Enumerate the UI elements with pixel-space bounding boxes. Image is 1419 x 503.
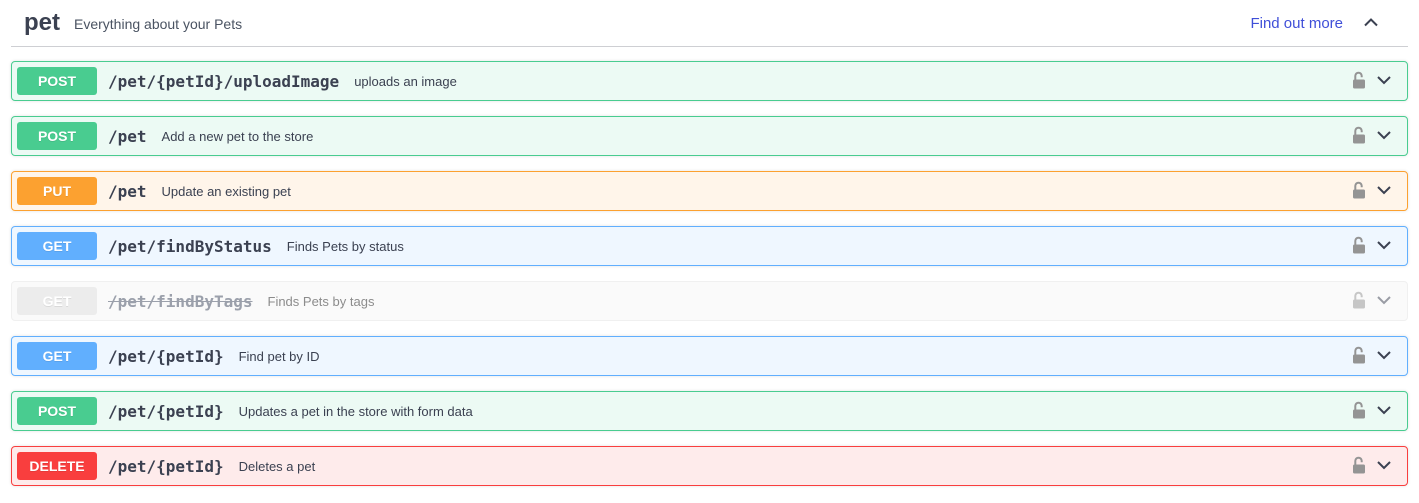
operation-icons <box>1349 290 1394 313</box>
chevron-down-icon <box>1374 70 1394 93</box>
operation-description: Deletes a pet <box>238 458 316 474</box>
unlock-icon <box>1349 400 1369 423</box>
method-badge: GET <box>17 342 97 370</box>
tag-subtitle: Everything about your Pets <box>74 16 243 32</box>
method-badge: POST <box>17 122 97 150</box>
chevron-down-icon <box>1374 400 1394 423</box>
operation-description: Find pet by ID <box>238 348 320 364</box>
method-badge: POST <box>17 397 97 425</box>
operation-description: Finds Pets by tags <box>267 293 375 309</box>
chevron-down-icon <box>1374 345 1394 368</box>
operation-icons <box>1349 455 1394 478</box>
authorize-button[interactable] <box>1349 235 1369 258</box>
method-badge: DELETE <box>17 452 97 480</box>
operations-list: POST /pet/{petId}/uploadImage uploads an… <box>11 47 1408 486</box>
operation-description: Finds Pets by status <box>286 238 404 254</box>
operation-path: /pet/{petId} <box>108 346 224 366</box>
method-badge: GET <box>17 232 97 260</box>
expand-operation-button[interactable] <box>1374 455 1394 478</box>
unlock-icon <box>1349 455 1369 478</box>
chevron-down-icon <box>1374 180 1394 203</box>
tag-header: pet Everything about your Pets Find out … <box>11 0 1408 47</box>
operation-path: /pet/findByTags <box>108 291 253 311</box>
expand-operation-button[interactable] <box>1374 290 1394 313</box>
authorize-button[interactable] <box>1349 290 1369 313</box>
operation-icons <box>1349 400 1394 423</box>
operation-row[interactable]: POST /pet/{petId}/uploadImage uploads an… <box>11 61 1408 101</box>
chevron-down-icon <box>1374 235 1394 258</box>
chevron-down-icon <box>1374 455 1394 478</box>
operation-description: Add a new pet to the store <box>161 128 314 144</box>
operation-description: Updates a pet in the store with form dat… <box>238 403 473 419</box>
operation-path: /pet/{petId} <box>108 401 224 421</box>
operation-path: /pet/{petId} <box>108 456 224 476</box>
chevron-down-icon <box>1374 290 1394 313</box>
operation-icons <box>1349 180 1394 203</box>
method-badge: GET <box>17 287 97 315</box>
tag-title[interactable]: pet <box>24 9 60 36</box>
find-out-more-link[interactable]: Find out more <box>1250 14 1343 32</box>
unlock-icon <box>1349 290 1369 313</box>
operation-row[interactable]: GET /pet/{petId} Find pet by ID <box>11 336 1408 376</box>
operation-icons <box>1349 345 1394 368</box>
expand-operation-button[interactable] <box>1374 235 1394 258</box>
unlock-icon <box>1349 235 1369 258</box>
authorize-button[interactable] <box>1349 125 1369 148</box>
method-badge: PUT <box>17 177 97 205</box>
operation-icons <box>1349 235 1394 258</box>
operation-description: Update an existing pet <box>161 183 291 199</box>
operation-description: uploads an image <box>354 73 457 89</box>
unlock-icon <box>1349 70 1369 93</box>
operation-row[interactable]: DELETE /pet/{petId} Deletes a pet <box>11 446 1408 486</box>
authorize-button[interactable] <box>1349 345 1369 368</box>
expand-operation-button[interactable] <box>1374 180 1394 203</box>
operation-row[interactable]: PUT /pet Update an existing pet <box>11 171 1408 211</box>
method-badge: POST <box>17 67 97 95</box>
unlock-icon <box>1349 180 1369 203</box>
expand-operation-button[interactable] <box>1374 400 1394 423</box>
operation-path: /pet/{petId}/uploadImage <box>108 71 340 91</box>
authorize-button[interactable] <box>1349 180 1369 203</box>
operation-icons <box>1349 70 1394 93</box>
authorize-button[interactable] <box>1349 70 1369 93</box>
operation-row[interactable]: GET /pet/findByTags Finds Pets by tags <box>11 281 1408 321</box>
operation-icons <box>1349 125 1394 148</box>
operation-path: /pet <box>108 181 147 201</box>
section-collapse-button[interactable] <box>1361 12 1381 35</box>
chevron-up-icon <box>1361 12 1381 35</box>
expand-operation-button[interactable] <box>1374 125 1394 148</box>
expand-operation-button[interactable] <box>1374 70 1394 93</box>
unlock-icon <box>1349 345 1369 368</box>
authorize-button[interactable] <box>1349 400 1369 423</box>
chevron-down-icon <box>1374 125 1394 148</box>
authorize-button[interactable] <box>1349 455 1369 478</box>
operation-path: /pet <box>108 126 147 146</box>
operation-row[interactable]: GET /pet/findByStatus Finds Pets by stat… <box>11 226 1408 266</box>
unlock-icon <box>1349 125 1369 148</box>
expand-operation-button[interactable] <box>1374 345 1394 368</box>
operation-row[interactable]: POST /pet/{petId} Updates a pet in the s… <box>11 391 1408 431</box>
operation-path: /pet/findByStatus <box>108 236 272 256</box>
operation-row[interactable]: POST /pet Add a new pet to the store <box>11 116 1408 156</box>
